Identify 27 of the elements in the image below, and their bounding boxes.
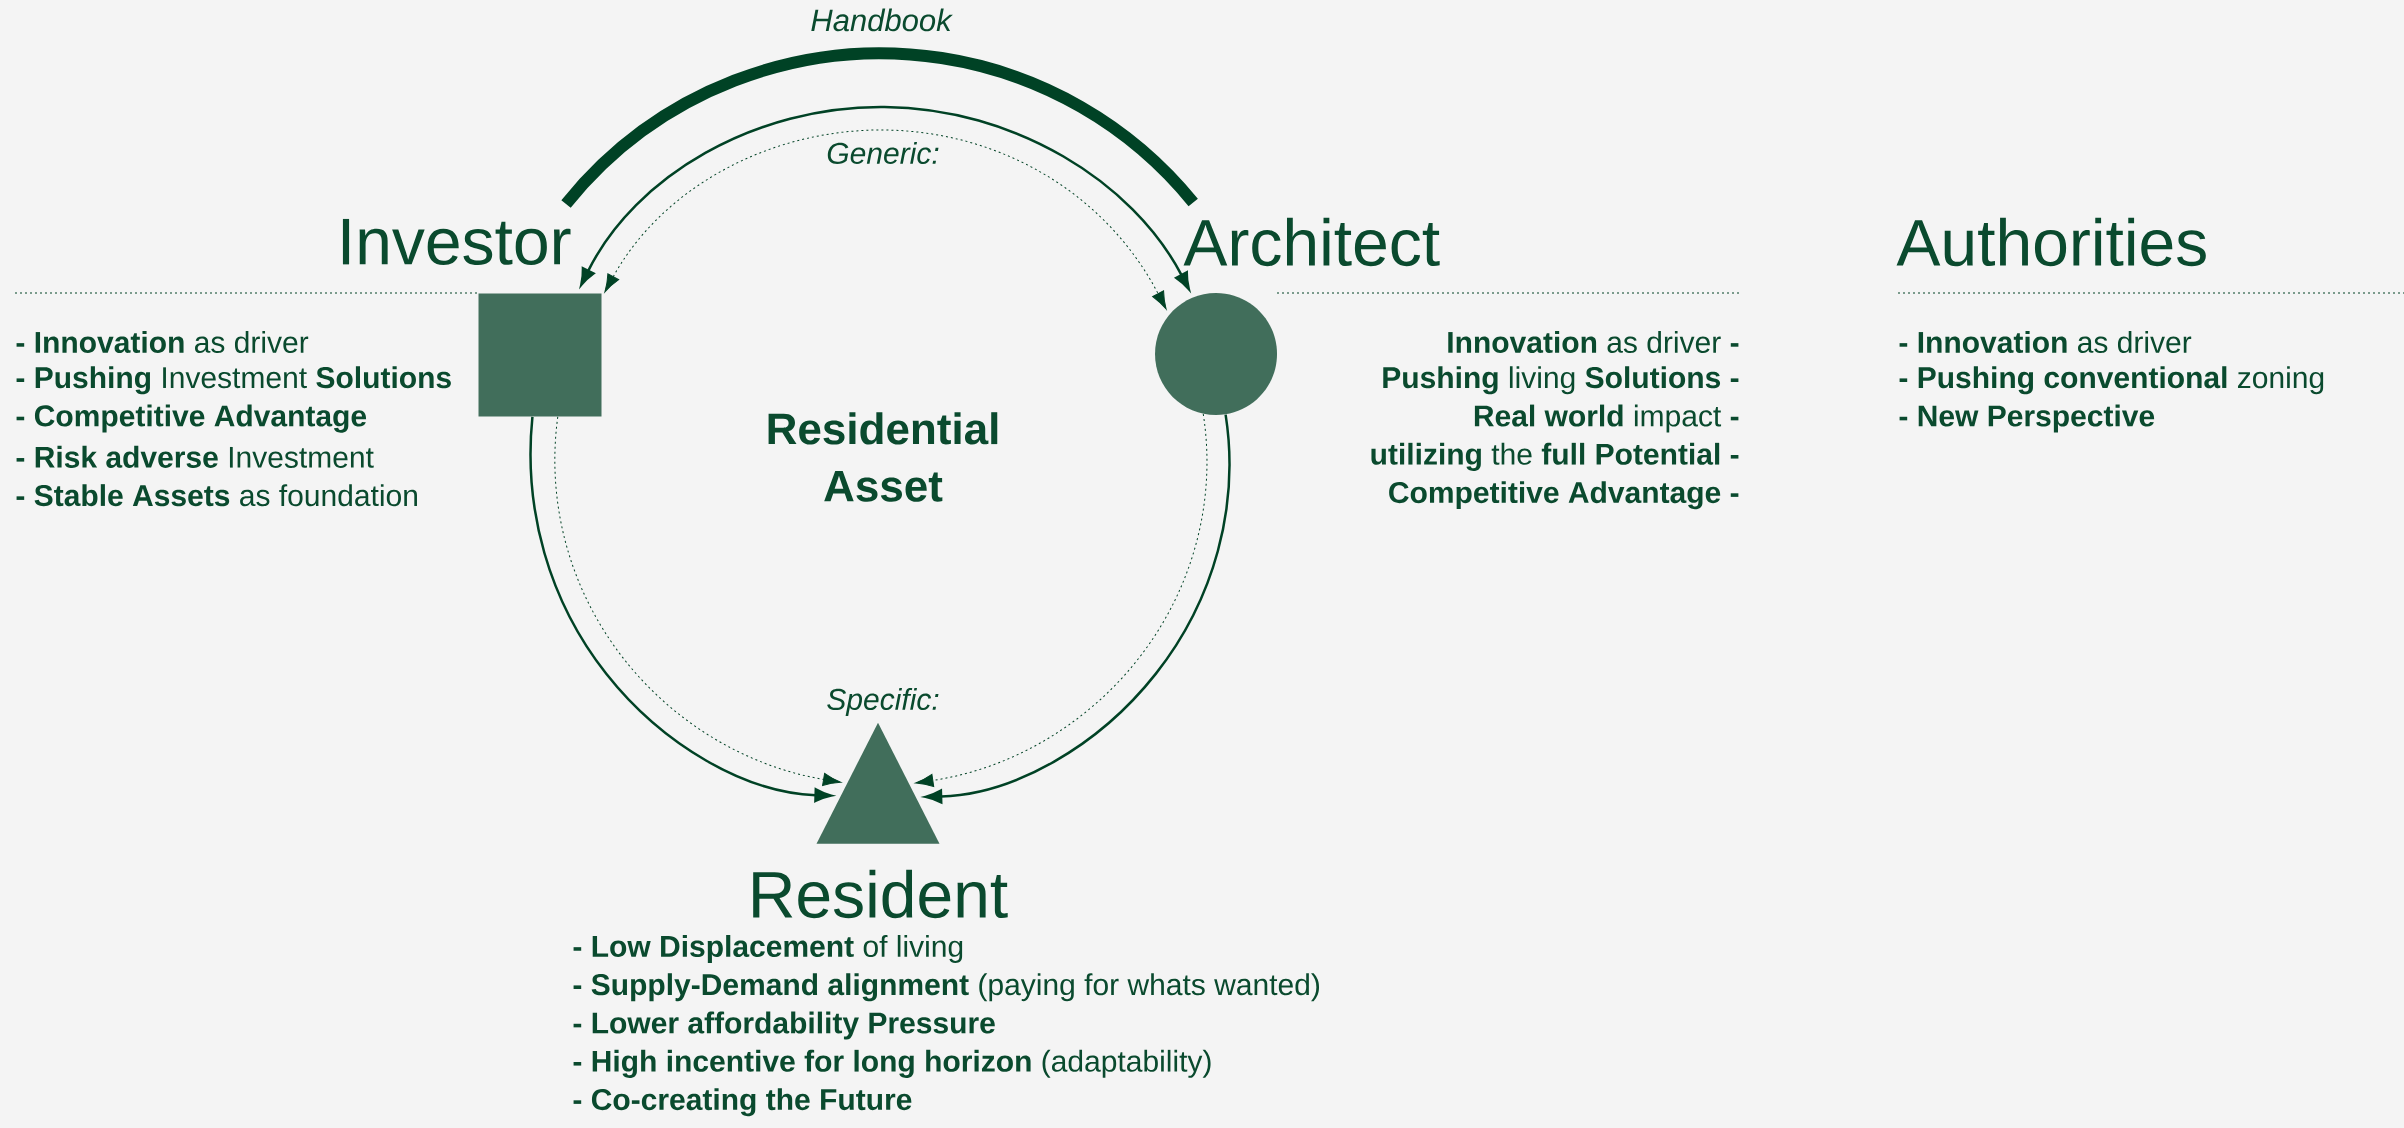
heading: Architect [1183, 217, 1440, 267]
bullet-item: - Stable Assets as foundation [16, 484, 417, 507]
bullet-item: - Pushing conventional zoning [1899, 366, 2324, 395]
bullet-item: - Innovation as driver [16, 330, 309, 353]
bullet-item: - Pushing Investment Solutions [16, 366, 451, 395]
bullet-item: - Low Displacement of living [573, 935, 963, 963]
bullet-item: Real world impact - [1474, 404, 1739, 433]
bullet-item: - Lower affordability Pressure [573, 1011, 995, 1040]
arc-label: Generic: [827, 141, 939, 164]
bullet-item: - Competitive Advantage [16, 404, 367, 433]
center-title: Residential Asset [768, 412, 998, 502]
bullet-item: Competitive Advantage - [1389, 481, 1739, 510]
arc-label: Handbook [811, 8, 953, 32]
heading: Resident [753, 869, 1008, 919]
heading: Investor [342, 218, 571, 265]
arrow [604, 129, 1167, 310]
bullet-item: - Supply-Demand alignment (paying for whats wanted) [573, 973, 1319, 1002]
heading: Authorities [1896, 217, 2206, 267]
arrow [580, 105, 1190, 291]
bullet-item: - Innovation as driver [1899, 330, 2192, 353]
bullet-item: utilizing the full Potential - [1371, 442, 1739, 471]
bullet-item: - Co-creating the Future [573, 1088, 912, 1117]
bullet-item: Pushing living Solutions - [1383, 366, 1739, 395]
bullet-item: - New Perspective [1899, 404, 2155, 433]
bullet-item: - Risk adverse Investment [16, 445, 374, 468]
bullet-item: - High incentive for long horizon (adaptability) [573, 1049, 1211, 1078]
bullet-item: Innovation as driver - [1448, 330, 1739, 353]
